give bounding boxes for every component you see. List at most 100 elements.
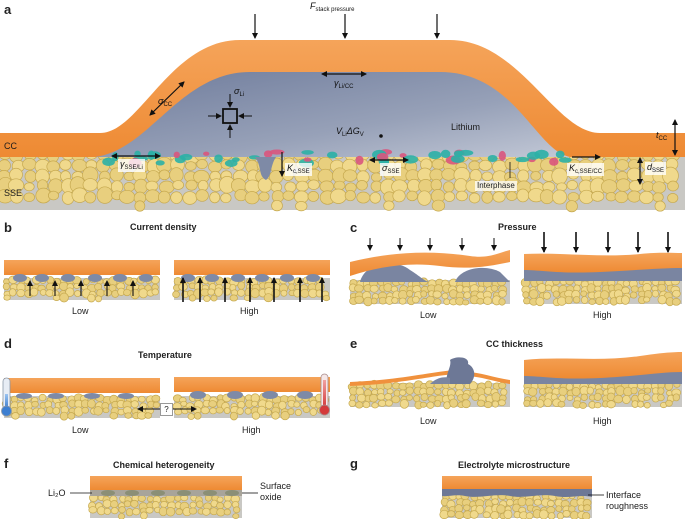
sse-grain bbox=[123, 500, 132, 508]
subscript: SSE bbox=[387, 169, 400, 175]
oxide-patch bbox=[225, 490, 239, 496]
sse-grain bbox=[102, 407, 110, 414]
sse-label: SSE bbox=[4, 188, 23, 198]
sse-grain bbox=[200, 406, 210, 415]
lithium-nucleus bbox=[262, 391, 278, 399]
current-collector bbox=[4, 378, 160, 393]
oxide-patch bbox=[203, 490, 217, 496]
sse-grain bbox=[140, 511, 148, 519]
sse-grain bbox=[529, 399, 538, 407]
sse-grain bbox=[174, 408, 183, 416]
sse-grain bbox=[170, 191, 183, 204]
panel-e bbox=[347, 352, 682, 410]
sse-grain bbox=[132, 507, 141, 516]
sse-grain bbox=[369, 192, 381, 204]
sse-grain bbox=[405, 394, 413, 401]
sse-grain bbox=[16, 406, 25, 416]
sse-grain bbox=[558, 386, 568, 397]
lithium-nucleus bbox=[35, 274, 49, 282]
sse-grain bbox=[103, 507, 112, 515]
sse-grain bbox=[59, 411, 69, 421]
sse-grain bbox=[615, 159, 630, 171]
sse-grain bbox=[52, 406, 61, 415]
panel-c-title: Pressure bbox=[498, 222, 537, 232]
sse-grain bbox=[307, 191, 320, 202]
sse-grain bbox=[461, 399, 471, 409]
symbol: K bbox=[287, 163, 294, 173]
t-cc-label: tCC bbox=[656, 130, 667, 143]
sse-grain bbox=[476, 297, 485, 305]
sse-grain bbox=[566, 395, 574, 401]
lithium-nucleus bbox=[231, 274, 245, 282]
sse-grain bbox=[349, 394, 356, 402]
interphase-blotch bbox=[450, 154, 465, 163]
sse-grain bbox=[536, 399, 545, 408]
sse-grain bbox=[36, 407, 46, 417]
sse-grain bbox=[244, 407, 252, 415]
sse-grain bbox=[522, 291, 530, 299]
sse-grain bbox=[209, 407, 217, 415]
panel-label-d: d bbox=[4, 336, 12, 351]
sse-grain bbox=[208, 160, 222, 173]
sse-grain bbox=[103, 289, 112, 297]
sse-grain bbox=[565, 382, 574, 391]
sse-grain bbox=[443, 191, 456, 202]
sse-grain bbox=[237, 400, 246, 409]
sse-grain bbox=[185, 179, 198, 191]
panel-c-low: Low bbox=[420, 310, 437, 320]
sse-grain bbox=[282, 190, 295, 201]
sse-grain bbox=[498, 399, 506, 407]
roughness-label-2: roughness bbox=[606, 501, 649, 511]
sse-grain bbox=[477, 285, 485, 293]
lithium-nucleus bbox=[306, 274, 320, 282]
sse-grain bbox=[665, 399, 673, 407]
sse-grain bbox=[533, 498, 542, 506]
lithium-nucleus bbox=[205, 274, 219, 282]
interphase-blotch bbox=[549, 157, 559, 166]
sse-grain bbox=[483, 296, 493, 306]
interphase-blotch bbox=[214, 154, 223, 163]
sse-grain bbox=[145, 506, 154, 514]
sse-grain bbox=[264, 400, 274, 410]
sse-grain bbox=[130, 400, 139, 409]
symbol: γ bbox=[120, 159, 125, 169]
sse-grain bbox=[552, 290, 560, 298]
sse-grain bbox=[498, 382, 507, 390]
sse-grain bbox=[144, 412, 152, 419]
sse-grain bbox=[654, 200, 666, 212]
gamma-li-cc-label: γLi/CC bbox=[334, 78, 354, 91]
sse-grain bbox=[188, 507, 198, 515]
sse-grain bbox=[22, 158, 37, 171]
sse-grain bbox=[369, 393, 378, 403]
sse-grain bbox=[244, 191, 260, 205]
sse-grain bbox=[637, 400, 644, 408]
sse-grain bbox=[232, 513, 240, 519]
li2o-label: Li₂O bbox=[48, 488, 66, 498]
sigma-sse-label: σSSE bbox=[380, 163, 402, 176]
sse-grain bbox=[420, 290, 428, 298]
subscript: SSE/Li bbox=[124, 165, 143, 171]
sse-grain bbox=[639, 190, 654, 205]
sse-grain bbox=[616, 178, 631, 192]
sse-grain bbox=[59, 292, 69, 303]
sse-grain bbox=[399, 399, 409, 409]
sse-grain bbox=[342, 169, 358, 182]
stress-element bbox=[222, 108, 238, 124]
sse-grain bbox=[546, 500, 555, 507]
oxide-patches bbox=[101, 490, 239, 496]
current-collector bbox=[442, 476, 592, 489]
sse-grain bbox=[52, 282, 61, 290]
interphase-blotch bbox=[440, 149, 451, 159]
current-collector bbox=[174, 260, 330, 275]
sse-grain bbox=[629, 291, 638, 299]
surface-oxide bbox=[90, 490, 242, 496]
sse-grain bbox=[130, 277, 138, 284]
sse-grain bbox=[651, 181, 667, 194]
sse-grain bbox=[456, 284, 464, 293]
sse-grain bbox=[216, 496, 224, 503]
sse-grains bbox=[439, 490, 592, 519]
energy-point bbox=[379, 134, 383, 138]
sse-grain bbox=[172, 290, 180, 298]
panel-c bbox=[348, 232, 682, 307]
